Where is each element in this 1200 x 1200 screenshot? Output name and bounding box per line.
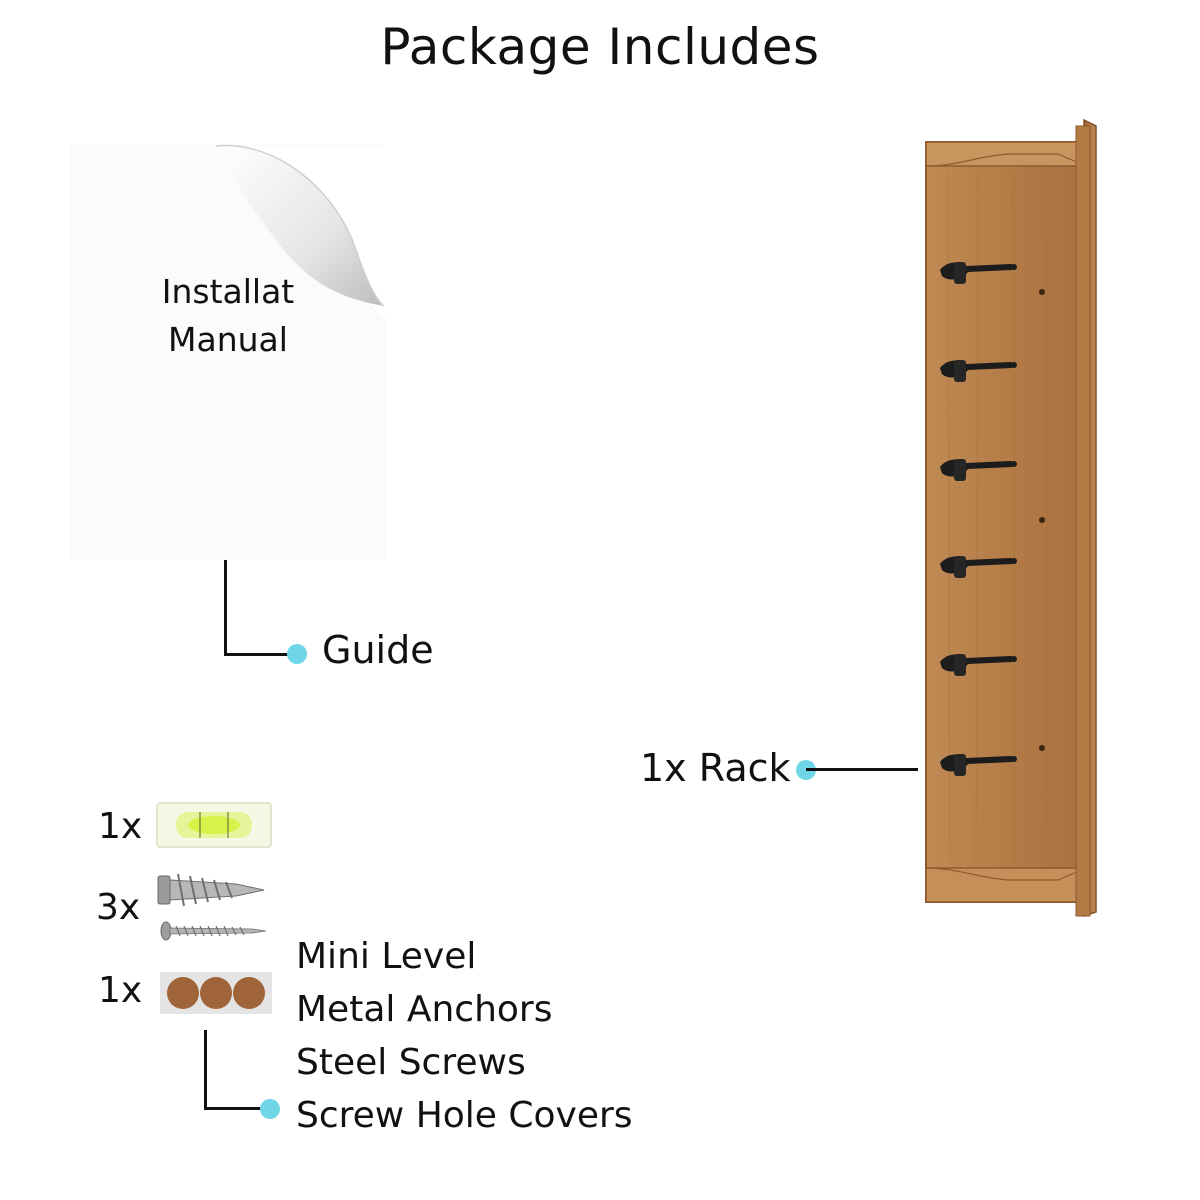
wooden-rack (925, 118, 1097, 918)
coat-hook-icon (940, 459, 1017, 481)
rack-leader-line (806, 768, 918, 771)
items-leader-vertical (204, 1030, 207, 1110)
items-leader-horizontal (204, 1107, 270, 1110)
manual-title-line2: Manual (168, 320, 288, 359)
guide-label: Guide (322, 628, 434, 672)
screw-hole-covers-icon (160, 972, 272, 1014)
manual-title: Installat Manual (72, 268, 384, 364)
coat-hook-icon (940, 754, 1017, 776)
covers-quantity: 1x (98, 970, 143, 1011)
list-item-screw-hole-covers: Screw Hole Covers (296, 1095, 633, 1136)
items-dot (260, 1099, 280, 1119)
coat-hook-icon (940, 654, 1017, 676)
page-curl-icon (216, 144, 396, 330)
list-item-mini-level: Mini Level (296, 936, 477, 977)
items-list: Mini Level Metal Anchors Steel Screws Sc… (296, 930, 633, 1142)
coat-hook-icon (940, 556, 1017, 578)
mini-level-icon (156, 802, 272, 848)
steel-screw-icon (160, 921, 267, 941)
coat-hook-icon (940, 262, 1017, 284)
level-quantity: 1x (98, 806, 143, 847)
metal-anchor-icon (157, 873, 265, 907)
rack-label: 1x Rack (640, 746, 791, 790)
guide-dot (287, 644, 307, 664)
guide-leader-horizontal (224, 653, 298, 656)
page-title: Package Includes (380, 18, 820, 76)
anchors-quantity: 3x (96, 887, 141, 928)
list-item-steel-screws: Steel Screws (296, 1042, 526, 1083)
manual-title-line1: Installat (161, 272, 295, 311)
coat-hook-icon (940, 360, 1017, 382)
guide-leader-vertical (224, 560, 227, 656)
list-item-metal-anchors: Metal Anchors (296, 989, 553, 1030)
